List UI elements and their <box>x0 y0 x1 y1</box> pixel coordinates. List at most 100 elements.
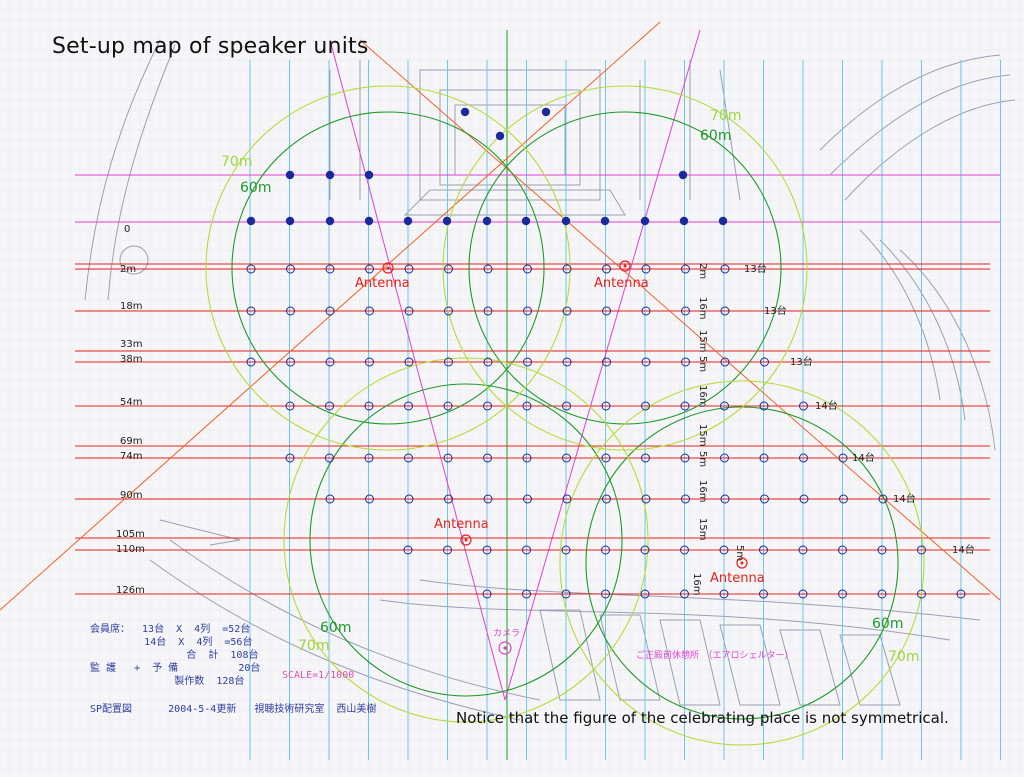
asymmetry-note: Notice that the figure of the celebratin… <box>456 709 949 727</box>
speaker-unit-open <box>641 494 651 504</box>
speaker-unit-filled <box>325 216 335 226</box>
speaker-unit-open <box>404 453 413 463</box>
speaker-unit-open <box>246 264 256 274</box>
site-plan-outline <box>839 634 901 706</box>
speaker-unit-filled <box>460 107 470 117</box>
speaker-unit-filled <box>482 216 492 226</box>
speaker-unit-open <box>483 453 492 463</box>
speaker-unit-open <box>482 589 492 599</box>
speaker-unit-open <box>601 545 610 555</box>
speaker-unit-open <box>365 494 374 504</box>
speaker-unit-open <box>641 306 651 316</box>
speaker-unit-open <box>681 357 690 367</box>
row-distance-label: 126m <box>116 585 145 596</box>
speaker-unit-open <box>483 401 492 411</box>
speaker-unit-open <box>365 306 374 316</box>
speaker-unit-open <box>759 453 769 463</box>
speaker-unit-open <box>325 401 334 411</box>
row-distance-label: 18m <box>120 301 142 312</box>
speaker-unit-open <box>404 401 413 411</box>
speaker-unit-open <box>640 545 650 555</box>
coverage-circle <box>231 111 545 425</box>
rest-house-label: ご正殿前休憩所 （エアロシェルター） <box>636 649 794 661</box>
row-unit-count: 14台 <box>815 399 838 412</box>
coverage-circle <box>283 357 649 723</box>
speaker-unit-open <box>562 401 571 411</box>
speaker-unit-open <box>523 357 532 367</box>
speaker-unit-open <box>720 264 730 274</box>
speaker-unit-open <box>325 453 334 463</box>
speaker-unit-open <box>404 494 414 504</box>
speaker-unit-open <box>759 589 768 599</box>
radius-label: 70m <box>298 638 329 654</box>
site-plan-outline <box>159 519 241 546</box>
speaker-unit-open <box>444 494 453 504</box>
antenna-marker <box>736 557 748 569</box>
speaker-unit-open <box>522 401 532 411</box>
speaker-unit-open <box>364 453 374 463</box>
vertical-distance-label: 2m <box>697 263 708 279</box>
legend-line-4: 監 護 + 予 備 20台 <box>90 663 261 674</box>
speaker-unit-open <box>364 401 374 411</box>
speaker-unit-open <box>720 494 730 504</box>
radius-label: 70m <box>221 154 252 170</box>
legend-line-5: 製作数 128台 <box>90 676 245 687</box>
speaker-unit-open <box>404 306 414 316</box>
site-plan-outline <box>779 629 841 706</box>
speaker-unit-open <box>759 545 768 555</box>
antenna-marker <box>619 260 631 272</box>
speaker-unit-open <box>404 357 414 367</box>
magenta-diagonal <box>329 39 506 701</box>
camera-marker <box>498 641 512 655</box>
site-plan-outline <box>829 74 1011 176</box>
speaker-unit-open <box>719 589 729 599</box>
speaker-unit-open <box>877 589 887 599</box>
speaker-unit-open <box>325 494 335 504</box>
speaker-unit-open <box>798 589 808 599</box>
speaker-unit-open <box>878 494 888 504</box>
speaker-unit-filled <box>678 170 688 180</box>
coverage-circle <box>468 111 782 425</box>
speaker-unit-open <box>956 589 966 599</box>
site-plan-outline <box>379 599 951 641</box>
speaker-unit-filled <box>246 216 256 226</box>
speaker-unit-filled <box>600 216 610 226</box>
speaker-unit-open <box>444 357 453 367</box>
speaker-unit-open <box>680 545 689 555</box>
speaker-unit-open <box>602 357 611 367</box>
speaker-unit-filled <box>325 170 335 180</box>
site-plan-outline <box>403 189 626 216</box>
site-plan-outline <box>149 559 521 721</box>
speaker-unit-open <box>917 545 926 555</box>
radius-label: 70m <box>710 108 741 124</box>
speaker-unit-open <box>641 401 650 411</box>
speaker-unit-open <box>522 453 532 463</box>
speaker-unit-filled <box>403 216 413 226</box>
speaker-unit-open <box>443 453 453 463</box>
radius-label: 60m <box>700 128 731 144</box>
speaker-unit-filled <box>442 216 452 226</box>
speaker-unit-open <box>443 545 452 555</box>
row-distance-label: 74m <box>120 451 142 462</box>
speaker-unit-open <box>562 453 571 463</box>
site-plan-outline <box>719 624 781 706</box>
speaker-unit-open <box>601 453 611 463</box>
antenna-label: Antenna <box>594 276 649 291</box>
vertical-distance-label: 5m <box>734 545 745 561</box>
speaker-unit-open <box>522 589 531 599</box>
vertical-distance-label: 5m <box>697 356 708 372</box>
speaker-unit-open <box>838 545 847 555</box>
legend-line-1: 会員席： 13台 X 4列 =52台 <box>90 624 251 635</box>
speaker-unit-open <box>720 401 729 411</box>
speaker-unit-open <box>562 264 572 274</box>
speaker-unit-open <box>523 306 532 316</box>
magenta-diagonal <box>504 29 701 701</box>
speaker-unit-open <box>403 545 413 555</box>
speaker-unit-open <box>561 545 571 555</box>
radius-label: 60m <box>872 616 903 632</box>
coverage-circle <box>309 383 623 697</box>
speaker-unit-open <box>522 545 531 555</box>
row-unit-count: 13台 <box>790 355 813 368</box>
speaker-unit-open <box>443 401 453 411</box>
speaker-unit-open <box>561 589 571 599</box>
